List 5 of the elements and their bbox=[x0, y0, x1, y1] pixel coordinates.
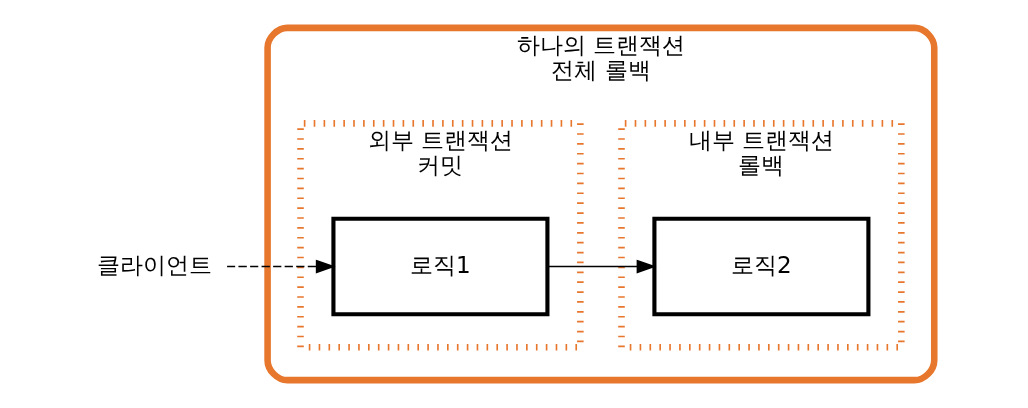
node-box: 로직2 bbox=[651, 216, 870, 317]
node-box: 로직1 bbox=[330, 216, 549, 317]
arrow bbox=[225, 259, 336, 274]
arrow bbox=[546, 259, 656, 274]
node-text: 클라이언트 bbox=[96, 251, 212, 278]
